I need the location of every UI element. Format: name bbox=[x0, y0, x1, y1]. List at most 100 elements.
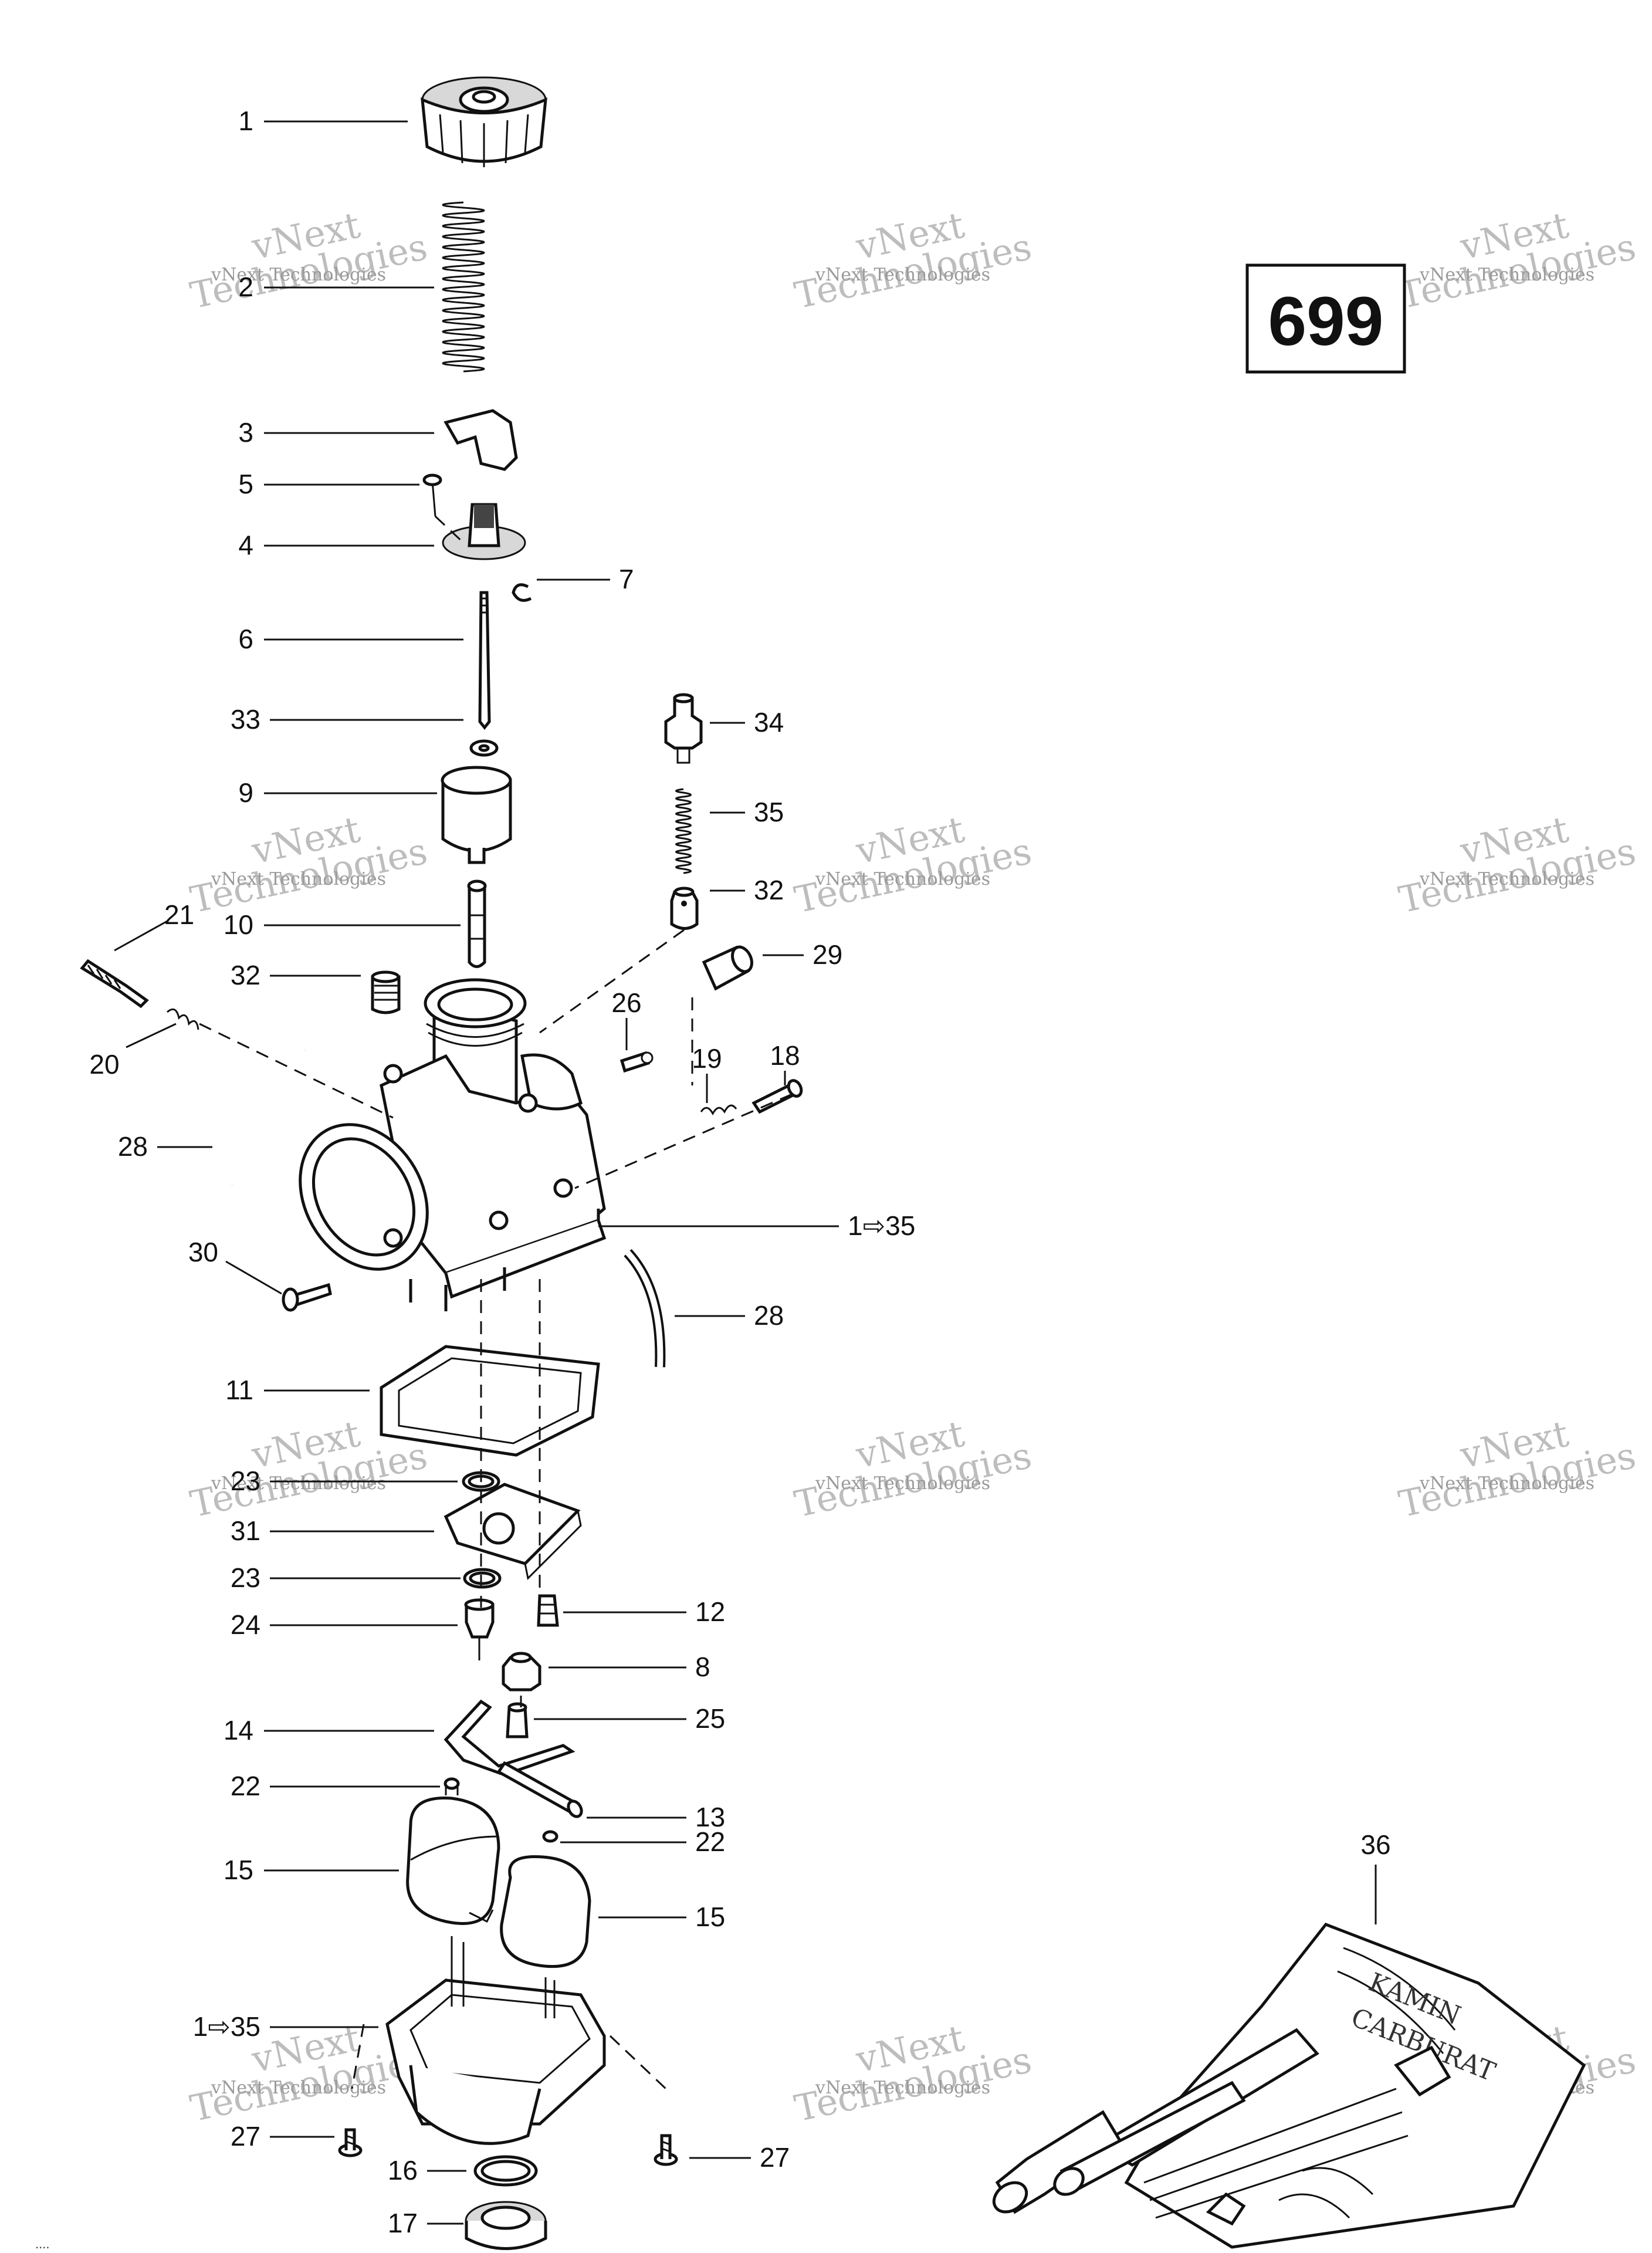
callout-17: 17 bbox=[388, 2208, 418, 2238]
corner-code: .... bbox=[35, 2237, 49, 2251]
callout-8: 8 bbox=[695, 1652, 710, 1682]
part-26-screw bbox=[620, 1051, 654, 1073]
part-8-nut bbox=[502, 1652, 541, 1692]
callout-4: 4 bbox=[238, 530, 253, 560]
callout-25: 25 bbox=[695, 1703, 725, 1734]
watermark-line3: vNext Technologies bbox=[815, 869, 990, 889]
callout-28b: 28 bbox=[754, 1300, 784, 1331]
callout-3: 3 bbox=[238, 417, 253, 448]
part-34-fitting bbox=[664, 693, 703, 764]
part-27b-screw bbox=[654, 2134, 678, 2166]
callout-1-35b: 1⇨35 bbox=[193, 2011, 260, 2042]
callout-32b: 32 bbox=[231, 960, 260, 990]
float-bowl bbox=[351, 1936, 667, 2145]
part-4-holder bbox=[434, 503, 526, 560]
part-21-screw bbox=[80, 959, 149, 1009]
part-30-screw bbox=[282, 1283, 332, 1312]
callout-22b: 22 bbox=[695, 1826, 725, 1857]
callout-13: 13 bbox=[695, 1802, 725, 1832]
callout-29: 29 bbox=[813, 939, 842, 970]
part-32a-plunger bbox=[670, 887, 699, 930]
callout-9: 9 bbox=[238, 777, 253, 808]
part-35-spring bbox=[675, 788, 692, 874]
part-1-cap bbox=[421, 76, 547, 167]
part-24-needlevalve bbox=[464, 1598, 495, 1660]
part-36-toolkit: KAMIN CARBURAT bbox=[992, 1923, 1586, 2249]
part-5-screw bbox=[422, 473, 442, 517]
watermark-line3: vNext Technologies bbox=[211, 2078, 386, 2098]
callout-32a: 32 bbox=[754, 875, 784, 905]
callout-36: 36 bbox=[1360, 1829, 1390, 1860]
callout-11: 11 bbox=[225, 1375, 253, 1405]
part-17-plug bbox=[465, 2201, 547, 2250]
reference-box: 699 bbox=[1245, 263, 1406, 374]
watermark-line3: vNext Technologies bbox=[1419, 869, 1595, 889]
part-11-gasket bbox=[380, 1345, 600, 1457]
assembly-line-18 bbox=[574, 1093, 793, 1189]
reference-number: 699 bbox=[1268, 283, 1384, 360]
callout-31: 31 bbox=[231, 1515, 260, 1546]
callout-14: 14 bbox=[224, 1715, 253, 1745]
callout-33: 33 bbox=[231, 704, 260, 735]
callout-5: 5 bbox=[238, 469, 253, 499]
parts-layer: KAMIN CARBURAT bbox=[80, 76, 1586, 2250]
assembly-line-top bbox=[539, 929, 685, 1034]
callout-27b: 27 bbox=[760, 2142, 790, 2173]
watermark-line3: vNext Technologies bbox=[1419, 1473, 1595, 1494]
part-29-cap bbox=[702, 945, 753, 991]
callout-20: 20 bbox=[89, 1049, 119, 1080]
callout-23b: 23 bbox=[231, 1562, 260, 1593]
part-20-spring bbox=[167, 1008, 199, 1030]
watermark-line3: vNext Technologies bbox=[1419, 265, 1595, 285]
assembly-line-left bbox=[199, 1023, 394, 1119]
watermark-line3: vNext Technologies bbox=[211, 265, 386, 285]
callout-35: 35 bbox=[754, 797, 784, 827]
callout-34: 34 bbox=[754, 707, 784, 738]
carburetor-body bbox=[299, 978, 607, 1311]
callout-22a: 22 bbox=[231, 1771, 260, 1801]
callout-30: 30 bbox=[188, 1237, 218, 1267]
callout-1-35a: 1⇨35 bbox=[848, 1210, 915, 1241]
callout-15b: 15 bbox=[695, 1902, 725, 1932]
part-19-spring bbox=[700, 1104, 737, 1116]
part-16-oring bbox=[473, 2155, 538, 2187]
part-12-jet bbox=[537, 1594, 559, 1627]
part-15b-float bbox=[500, 1855, 591, 1968]
watermark-line3: vNext Technologies bbox=[815, 265, 990, 285]
part-9-valve bbox=[441, 766, 512, 864]
watermark-line3: vNext Technologies bbox=[211, 1473, 386, 1494]
callout-12: 12 bbox=[695, 1596, 725, 1627]
part-31-plate bbox=[444, 1483, 582, 1581]
callout-28a: 28 bbox=[118, 1131, 148, 1162]
callout-27a: 27 bbox=[231, 2121, 260, 2151]
callout-10: 10 bbox=[224, 909, 253, 940]
callout-26: 26 bbox=[611, 987, 641, 1018]
callout-23a: 23 bbox=[231, 1466, 260, 1496]
callout-7: 7 bbox=[619, 564, 634, 594]
part-15a-float bbox=[406, 1797, 500, 1925]
watermark-line3: vNext Technologies bbox=[815, 2078, 990, 2098]
part-10-jet bbox=[467, 879, 487, 968]
part-25-jet bbox=[506, 1702, 529, 1738]
callout-18: 18 bbox=[770, 1040, 800, 1071]
watermark-line3: vNext Technologies bbox=[815, 1473, 990, 1494]
part-22a-pin bbox=[444, 1777, 460, 1795]
callout-15a: 15 bbox=[224, 1855, 253, 1885]
part-32b-plug bbox=[371, 970, 401, 1014]
watermark-line3: vNext Technologies bbox=[211, 869, 386, 889]
part-18-screw bbox=[751, 1079, 803, 1114]
callout-2: 2 bbox=[238, 272, 253, 302]
part-28a-hose bbox=[225, 1043, 306, 1186]
part-22b-pin bbox=[542, 1830, 558, 1843]
part-7-clip bbox=[512, 583, 532, 602]
callout-layer: 1 2 3 5 4 7 6 33 34 9 35 32 21 10 29 32 bbox=[89, 106, 1390, 2238]
